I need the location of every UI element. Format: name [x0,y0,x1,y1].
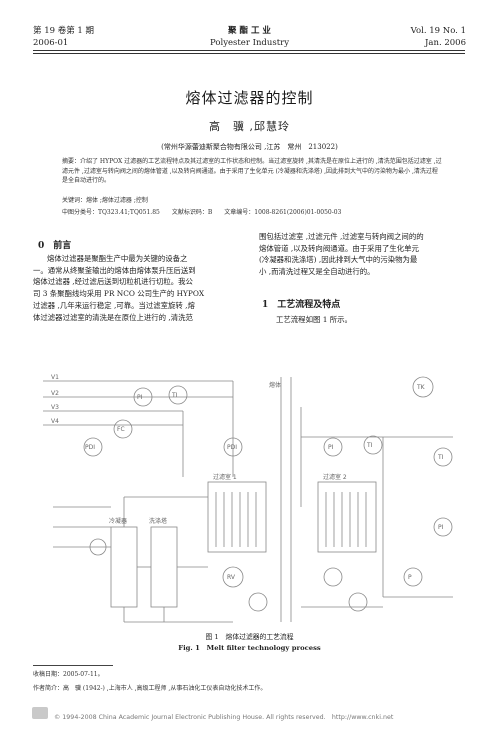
header-rule [33,50,465,52]
pdi-label: PDI [85,444,95,451]
header-journal-en: Polyester Industry [209,38,289,48]
paper-title: 熔体过滤器的控制 [185,89,314,107]
fc-label: FC [117,426,125,433]
header-volume-cn: 第 19 卷第 1 期 [33,26,95,36]
footnote-author: 作者简介：高 骥 (1942-) ,上海市人 ,高级工程师 ,从事石油化工仪表自… [33,685,267,692]
footnote-rule [33,665,113,666]
cnki-logo-icon [32,707,48,719]
section-1-heading: 1 工艺流程及特点 [262,300,341,310]
section-0-body: 熔体过滤器是聚酯生产中最为关键的设备之 一。通常从终聚釜输出的熔体由熔体泵升压后… [33,253,245,323]
keywords: 关键词：熔体 ;熔体过滤器 ;控制 [62,197,148,204]
condenser-label: 冷凝器 [109,517,127,525]
melt-label: 熔体 [269,381,281,389]
filter-1-label: 过滤室 1 [213,473,237,481]
ti-label: TI [171,392,178,399]
ti-label-2: TI [366,442,373,449]
paper-authors: 高 骥 ,邱慧玲 [209,120,290,133]
v1-label: V1 [51,374,59,381]
header-date-cn: 2006-01 [33,38,69,48]
header-date-en: Jan. 2006 [425,38,466,48]
pump-label: P [408,574,412,581]
header-rule-thin [33,52,465,54]
text-line: 熔体过滤器 ,经过滤后送到切粒机进行切粒。我公 [33,277,193,287]
header-journal-cn: 聚 酯 工 业 [228,26,271,36]
pi-label-right: PI [438,524,444,531]
copyright-notice: © 1994-2008 China Academic Journal Elect… [54,714,394,721]
figure-caption-cn: 图 1 熔体过滤器的工艺流程 [205,633,294,641]
abstract: 摘要：介绍了 HYPOX 过滤器的工艺流程特点及其过滤室的工作状态和控制。当过滤… [62,158,442,185]
classification-line: 中图分类号：TQ323.41;TQ051.85 文献标识码：B 文章编号：100… [62,209,342,216]
text-line: 一。通常从终聚釜输出的熔体由熔体泵升压后送到 [33,265,196,275]
figure-caption-en: Fig. 1 Melt filter technology process [178,644,321,652]
header-volume-en: Vol. 19 No. 1 [410,26,466,36]
text-line: (冷凝器和洗涤塔) ,因此排到大气中的污染物为最 [259,255,418,265]
paper-affiliation: (常州华源蕾迪斯聚合物有限公司 ,江苏 常州 213022) [161,143,338,151]
text-line: 体过滤器过滤室的清洗是在原位上进行的 ,清洗范 [33,312,193,322]
text-line: 熔体管道 ,以及转向阀通道。由于采用了生化单元 [259,243,419,253]
ti-label-right: TI [437,454,444,461]
section-1-para: 工艺流程如图 1 所示。 [276,315,352,324]
pdi-label-2: PDI [227,444,237,451]
v3-label: V3 [51,404,59,411]
scrubber-label: 洗涤塔 [149,517,167,525]
text-line: 小 ,而清洗过程又是全自动进行的。 [259,267,375,277]
process-flow-diagram: PI TI FC PDI TK TI PI P PI TI PDI 过滤室 1 … [43,374,453,623]
text-line: 围包括过滤室 ,过滤元件 ,过滤室与转向阀之间的的 [259,232,424,241]
v2-label: V2 [51,390,59,397]
rv-label: RV [227,574,236,581]
right-column-body: 围包括过滤室 ,过滤元件 ,过滤室与转向阀之间的的 熔体管道 ,以及转向阀通道。… [259,231,466,278]
text-line: 熔体过滤器是聚酯生产中最为关键的设备之 [47,254,188,263]
tank-label: TK [416,384,426,391]
v4-label: V4 [51,418,59,425]
text-line: 司 3 条聚酯线均采用 PR NCO 公司生产的 HYPOX [33,289,205,299]
text-line: 过滤器 ,几年来运行稳定 ,可靠。当过滤室旋转 ,熔 [33,300,195,310]
pi-label-2: PI [328,444,334,451]
filter-2-label: 过滤室 2 [323,473,347,481]
section-0-heading: 0 前言 [38,241,72,251]
pi-label: PI [137,394,143,401]
footnote-received: 收稿日期：2005-07-11。 [33,671,104,678]
